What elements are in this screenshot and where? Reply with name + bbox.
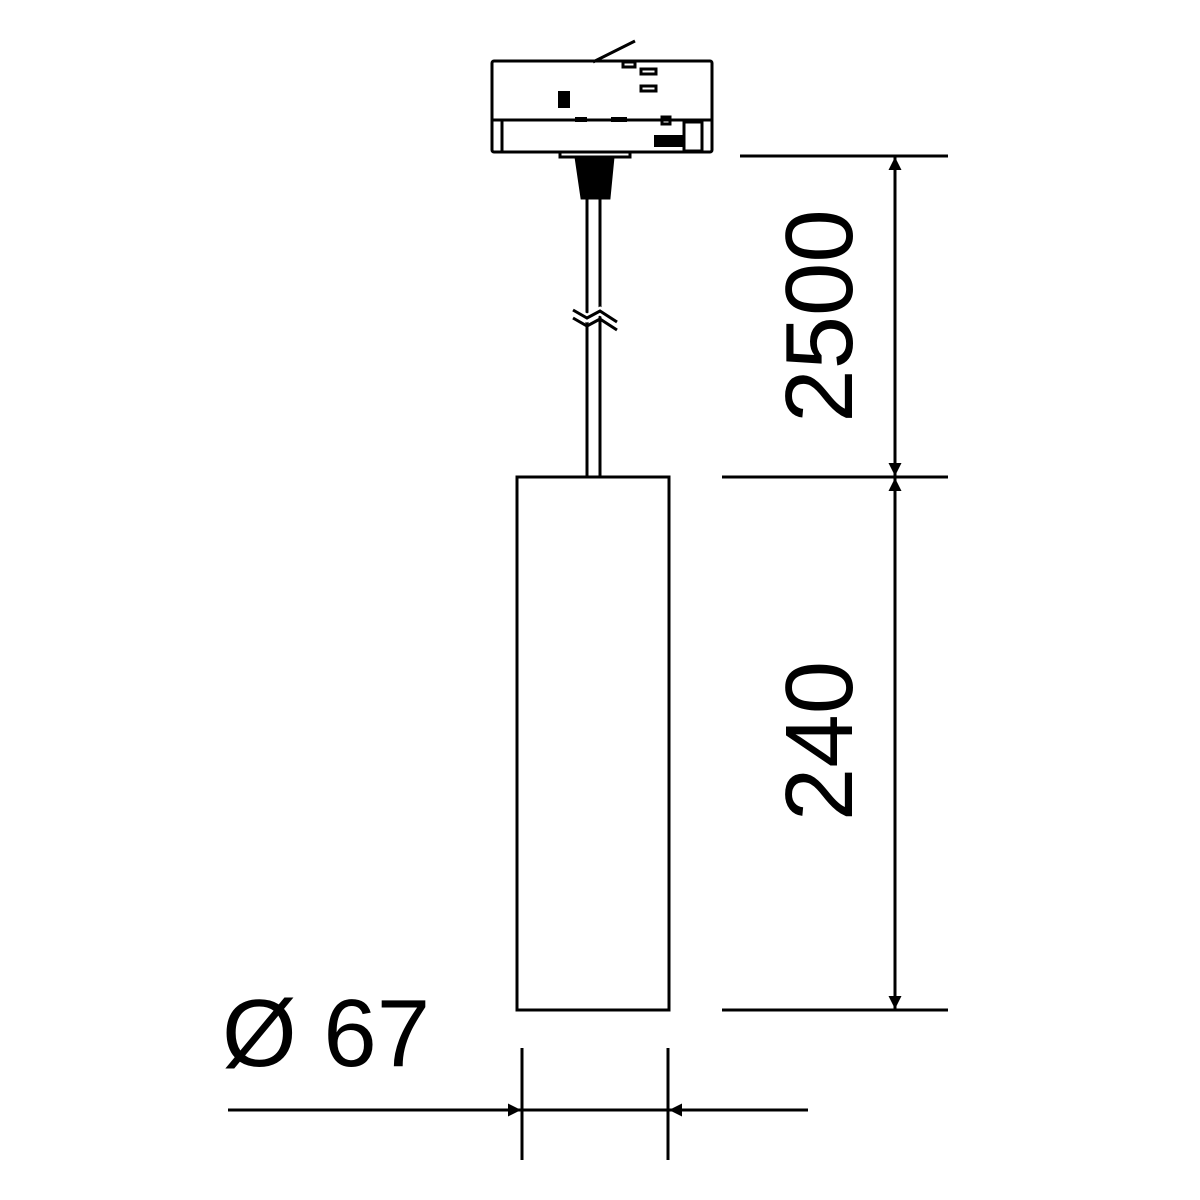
body-height-label: 240 xyxy=(766,661,873,821)
lamp-body xyxy=(515,475,671,1012)
cable xyxy=(571,198,620,477)
diameter-label: Ø 67 xyxy=(222,980,430,1087)
vertical-dimensions xyxy=(722,154,948,1012)
horizontal-dimension xyxy=(228,1048,808,1160)
track-adapter xyxy=(490,39,714,159)
cable-gland xyxy=(574,155,615,200)
cable-length-label: 2500 xyxy=(766,209,873,423)
